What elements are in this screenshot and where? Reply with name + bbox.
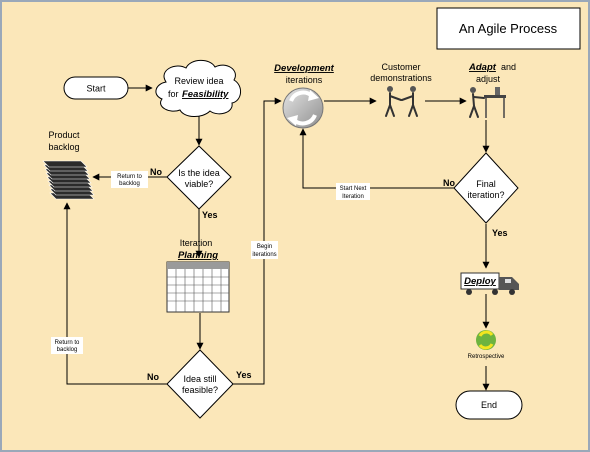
final-no-label: No [443, 178, 455, 188]
adapt-and: and [501, 62, 516, 72]
return-backlog-1-line2: backlog [119, 181, 140, 187]
end-node: End [455, 390, 523, 420]
people-handshake-icon [385, 86, 418, 117]
person-at-workbench-icon [469, 87, 506, 118]
development-heading: Development [274, 63, 334, 74]
still-yes-label: Yes [236, 370, 252, 380]
end-label: End [481, 400, 497, 410]
start-next-box [336, 183, 370, 200]
diagram-title: An Agile Process [459, 21, 558, 36]
viable-line1: Is the idea [178, 168, 220, 178]
return-backlog-2-line2: backlog [57, 347, 78, 353]
customer-line1: Customer [381, 62, 420, 72]
viable-yes-label: Yes [202, 210, 218, 220]
review-idea-line1: Review idea [174, 76, 223, 86]
start-label: Start [86, 84, 106, 94]
begin-iterations-box [251, 241, 278, 259]
arrow-final-development [299, 128, 454, 189]
start-next-line2: Iteration [342, 194, 364, 200]
deploy-node: Deploy [460, 272, 519, 295]
viable-no-label: No [150, 167, 162, 177]
truck-icon [460, 272, 519, 295]
feasibility-heading: Feasibility [182, 89, 229, 100]
recycle-icon [476, 330, 496, 350]
calendar-grid-icon [166, 261, 230, 313]
final-iteration-decision: Final iteration? [453, 152, 519, 224]
begin-line2: iterations [252, 252, 276, 258]
iteration-label: Iteration [180, 238, 213, 248]
still-line2: feasible? [182, 385, 218, 395]
retrospective-label: Retrospective [468, 354, 505, 360]
product-backlog-line2: backlog [48, 142, 79, 152]
adapt-heading: Adapt [468, 62, 497, 73]
paper-stack-icon [42, 160, 95, 200]
start-node: Start [63, 76, 129, 100]
review-for-label: for [168, 89, 179, 99]
review-idea-node: Review idea for Feasibility [155, 59, 241, 117]
adapt-line2: adjust [476, 74, 501, 84]
title-box: An Agile Process [436, 7, 581, 50]
viable-line2: viable? [185, 179, 214, 189]
start-next-line1: Start Next [340, 186, 367, 192]
final-line2: iteration? [467, 190, 504, 200]
viable-decision: Is the idea viable? [166, 145, 232, 210]
product-backlog-line1: Product [48, 130, 80, 140]
planning-heading: Planning [178, 250, 218, 261]
still-feasible-decision: Idea still feasible? [166, 349, 234, 419]
cycle-arrows-icon [282, 87, 324, 129]
arrow-still-backlog [63, 202, 167, 385]
return-backlog-1-box [111, 171, 148, 188]
begin-line1: Begin [257, 244, 272, 250]
still-no-label: No [147, 372, 159, 382]
final-line1: Final [476, 179, 496, 189]
return-backlog-1-line1: Return to [117, 174, 142, 180]
development-sub: iterations [286, 75, 323, 85]
final-yes-label: Yes [492, 228, 508, 238]
customer-line2: demonstrations [370, 73, 432, 83]
return-backlog-2-line1: Return to [55, 340, 80, 346]
still-line1: Idea still [183, 374, 216, 384]
return-backlog-2-box [51, 337, 83, 354]
deploy-heading: Deploy [464, 276, 496, 287]
